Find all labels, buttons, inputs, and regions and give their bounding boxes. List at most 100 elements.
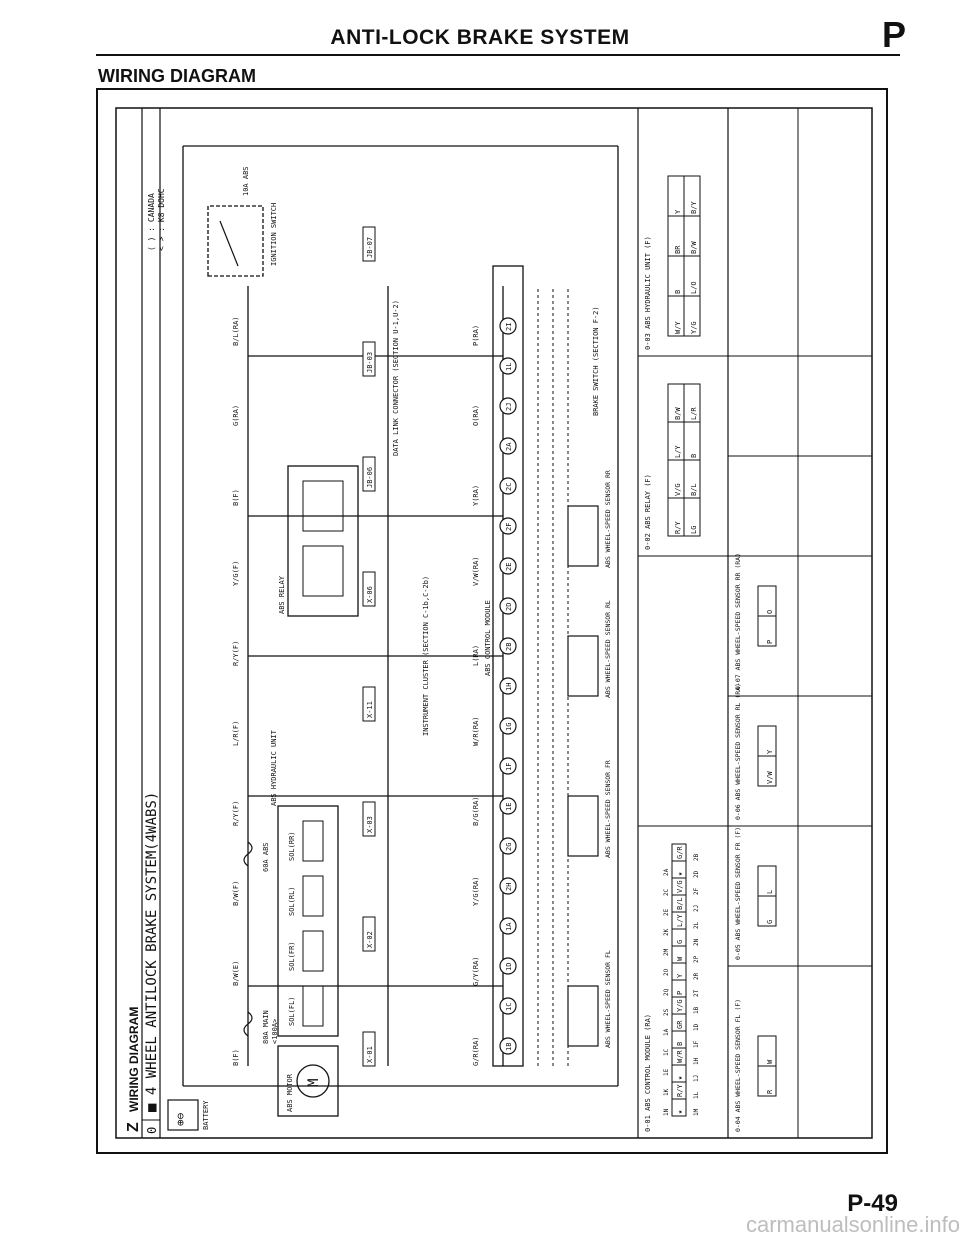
svg-text:B/W: B/W	[674, 407, 682, 420]
svg-text:1G: 1G	[505, 723, 513, 731]
term-bottom: 1F	[693, 1040, 700, 1048]
svg-text:2E: 2E	[505, 563, 513, 571]
term-bottom: 2N	[693, 938, 700, 946]
inner-frame	[115, 107, 873, 1139]
svg-text:2H: 2H	[505, 883, 513, 891]
junction-tag: X-02	[362, 916, 376, 952]
section-letter: P	[881, 14, 906, 55]
term-bottom: 1B	[693, 1006, 700, 1014]
terminal-1E: 1E	[499, 797, 517, 815]
term-bottom: 2J	[693, 905, 700, 912]
wire-label: Y(RA)	[472, 485, 480, 506]
wire-label: B/W(F)	[232, 881, 240, 906]
terminal-2G: 2G	[499, 837, 517, 855]
svg-text:R: R	[766, 1089, 774, 1094]
header-rule	[96, 54, 900, 56]
svg-text:JB-03: JB-03	[366, 352, 374, 373]
hydraulic-unit-label: ABS HYDRAULIC UNIT	[270, 729, 278, 806]
terminal-2H: 2H	[499, 877, 517, 895]
svg-text:2G: 2G	[505, 843, 513, 851]
term-top: 2S	[663, 1008, 670, 1016]
wire-label: R/Y(F)	[232, 801, 240, 826]
junction-tag: X-01	[362, 1031, 376, 1067]
svg-text:B/L: B/L	[690, 483, 698, 496]
svg-text:P: P	[676, 991, 684, 995]
svg-text:⊕⊖: ⊕⊖	[174, 1113, 187, 1126]
svg-text:W/R: W/R	[676, 1050, 684, 1063]
term-bottom: 2L	[693, 921, 700, 929]
svg-text:X-03: X-03	[366, 816, 374, 833]
term-top: 2O	[663, 968, 670, 976]
ignition-switch: IGNITION SWITCH 10A ABS	[207, 166, 278, 277]
term-top: 1N	[663, 1108, 670, 1116]
terminal-2A: 2A	[499, 437, 517, 455]
terminal-2I: 2I	[499, 317, 517, 335]
svg-text:W: W	[676, 956, 684, 961]
page-number: P-49	[847, 1190, 898, 1217]
svg-text:2C: 2C	[505, 483, 513, 491]
terminal-2J: 2J	[499, 397, 517, 415]
terminal-1H: 1H	[499, 677, 517, 695]
svg-text:X-11: X-11	[366, 701, 374, 718]
wiring-diagram: Z WIRING DIAGRAM 0 ■ 4 WHEEL ANTILOCK BR…	[115, 107, 873, 1139]
conn-0-05-label: 0-05 ABS WHEEL-SPEED SENSOR FR (F)	[734, 827, 742, 960]
wire-label: L(RA)	[472, 645, 480, 666]
term-bottom: 1M	[693, 1108, 700, 1116]
svg-text:1D: 1D	[505, 963, 513, 971]
term-bottom: 1J	[693, 1075, 700, 1082]
terminal-2B: 2B	[499, 637, 517, 655]
svg-text:JB-06: JB-06	[366, 467, 374, 488]
brake-switch-label: BRAKE SWITCH (SECTION F-2)	[592, 306, 600, 416]
junction-tag: X-11	[362, 686, 376, 722]
instrument-cluster-label: INSTRUMENT CLUSTER (SECTION C-1b,C-2b)	[422, 576, 430, 736]
svg-text:1A: 1A	[505, 922, 513, 931]
svg-text:JB-07: JB-07	[366, 237, 374, 258]
svg-text:P: P	[766, 640, 774, 644]
sol-rl: SOL(RL)	[288, 886, 296, 916]
ignition-switch-label: IGNITION SWITCH	[270, 203, 278, 266]
svg-text:★: ★	[676, 1075, 684, 1080]
svg-text:V/G: V/G	[674, 483, 682, 496]
svg-text:L/Y: L/Y	[676, 914, 684, 927]
term-bottom: 2R	[693, 972, 700, 980]
svg-text:Y: Y	[674, 209, 682, 214]
wire-label: B(F)	[232, 1049, 240, 1066]
term-top: 1C	[663, 1048, 670, 1056]
connector-grids: 1N1K1E1C1A2S2Q2O2M2K2E2C2A★R/Y★W/RBGRY/G…	[663, 175, 777, 1117]
section-title: WIRING DIAGRAM	[98, 66, 256, 86]
main-fuse: 80A MAIN <100A>	[243, 1010, 279, 1044]
svg-text:L/R: L/R	[690, 407, 698, 420]
sensor-fr-label: ABS WHEEL-SPEED SENSOR FR	[604, 760, 612, 858]
svg-text:LG: LG	[690, 526, 698, 534]
svg-text:G/R: G/R	[676, 846, 684, 859]
svg-text:X-01: X-01	[366, 1046, 374, 1063]
battery-label: BATTERY	[202, 1100, 210, 1130]
wire-bus	[182, 145, 619, 1087]
wire-labels: B(F)B/W(E)B/W(F)R/Y(F)L/R(F)R/Y(F)Y/G(F)…	[232, 316, 480, 1066]
main-fuse-label: 80A MAIN	[262, 1010, 270, 1044]
sol-fr: SOL(FR)	[288, 941, 296, 971]
svg-text:B: B	[676, 1042, 684, 1046]
svg-text:1H: 1H	[505, 683, 513, 691]
svg-text:Y: Y	[676, 973, 684, 978]
abs-control-module: ABS CONTROL MODULE	[484, 265, 524, 1067]
junction-tag: JB-06	[362, 456, 376, 492]
svg-text:Y/G: Y/G	[690, 321, 698, 334]
wire-label: R/Y(F)	[232, 641, 240, 666]
conn-0-07-label: 0-07 ABS WHEEL-SPEED SENSOR RR (RA)	[734, 553, 742, 690]
svg-text:R/Y: R/Y	[676, 1084, 684, 1097]
conn-0-02-label: 0-02 ABS RELAY (F)	[644, 474, 652, 550]
terminal-1F: 1F	[499, 757, 517, 775]
term-top: 2Q	[663, 988, 670, 996]
term-top: 1K	[663, 1088, 670, 1096]
svg-text:V/G: V/G	[676, 880, 684, 893]
wheel-speed-sensors: ABS WHEEL-SPEED SENSOR FL ABS WHEEL-SPEE…	[567, 470, 612, 1048]
note-canada: ( ) : CANADA	[147, 193, 156, 251]
svg-text:2F: 2F	[505, 523, 513, 531]
term-top: 2A	[663, 868, 670, 876]
abs-relay-label: ABS RELAY	[278, 575, 286, 614]
svg-text:L/O: L/O	[690, 281, 698, 294]
